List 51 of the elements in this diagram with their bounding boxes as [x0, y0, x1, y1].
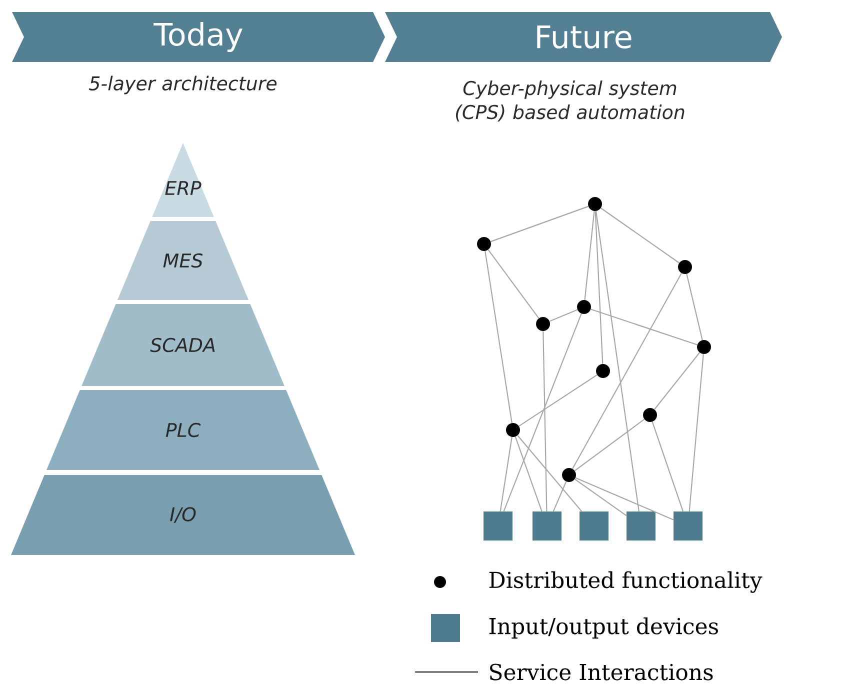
connector-line — [517, 435, 582, 512]
connector-line — [595, 211, 640, 512]
connector-line — [542, 331, 548, 512]
chevron-banner: Future — [385, 12, 782, 62]
connector-line — [584, 211, 595, 300]
connector-line — [654, 352, 700, 410]
connector-line — [503, 314, 582, 512]
connector-line — [500, 437, 512, 512]
device-square — [484, 512, 512, 540]
legend-text: Input/output devices — [489, 617, 718, 639]
connector-line — [518, 374, 598, 427]
network-dot — [577, 300, 591, 314]
network-dot — [678, 260, 692, 274]
connector-line — [594, 211, 604, 364]
network-dot — [536, 317, 550, 331]
network-dot — [477, 237, 491, 251]
connector-line — [572, 273, 682, 469]
network-dot — [596, 364, 610, 378]
network-dot — [643, 408, 658, 422]
chevron-banner: Today — [12, 12, 385, 62]
device-square — [674, 512, 702, 540]
connector-line — [574, 478, 627, 516]
device-square — [532, 512, 562, 540]
connector-line — [488, 249, 540, 319]
connector-line — [652, 422, 684, 512]
connector-line — [574, 418, 645, 472]
device-square — [626, 512, 656, 540]
pyramid-layer: I/O — [11, 475, 355, 555]
pyramid-layer: PLC — [46, 390, 320, 470]
network-dot — [588, 197, 602, 211]
connector-line — [549, 309, 578, 322]
pyramid-layer: MES — [117, 221, 249, 300]
network-dot — [506, 423, 520, 437]
connector-line — [552, 481, 567, 512]
pyramid-layer: SCADA — [82, 304, 284, 386]
subtitle: 5-layer architecture — [89, 76, 277, 94]
pyramid-layer: ERP — [152, 143, 214, 217]
legend-text: Distributed functionality — [489, 571, 762, 593]
connector-line — [514, 436, 542, 512]
legend-text: Service Interactions — [490, 664, 713, 680]
connector-line — [484, 251, 512, 423]
connector-line — [686, 274, 703, 340]
connector-line — [490, 206, 588, 242]
network-dot — [697, 340, 711, 354]
subtitle: Cyber-physical system (CPS) based automation — [456, 80, 684, 122]
connector-line — [590, 308, 698, 346]
network-dot — [562, 468, 576, 482]
device-square — [580, 512, 608, 540]
connector-line — [600, 208, 680, 264]
connector-line — [688, 354, 704, 512]
connector-line — [575, 477, 674, 520]
